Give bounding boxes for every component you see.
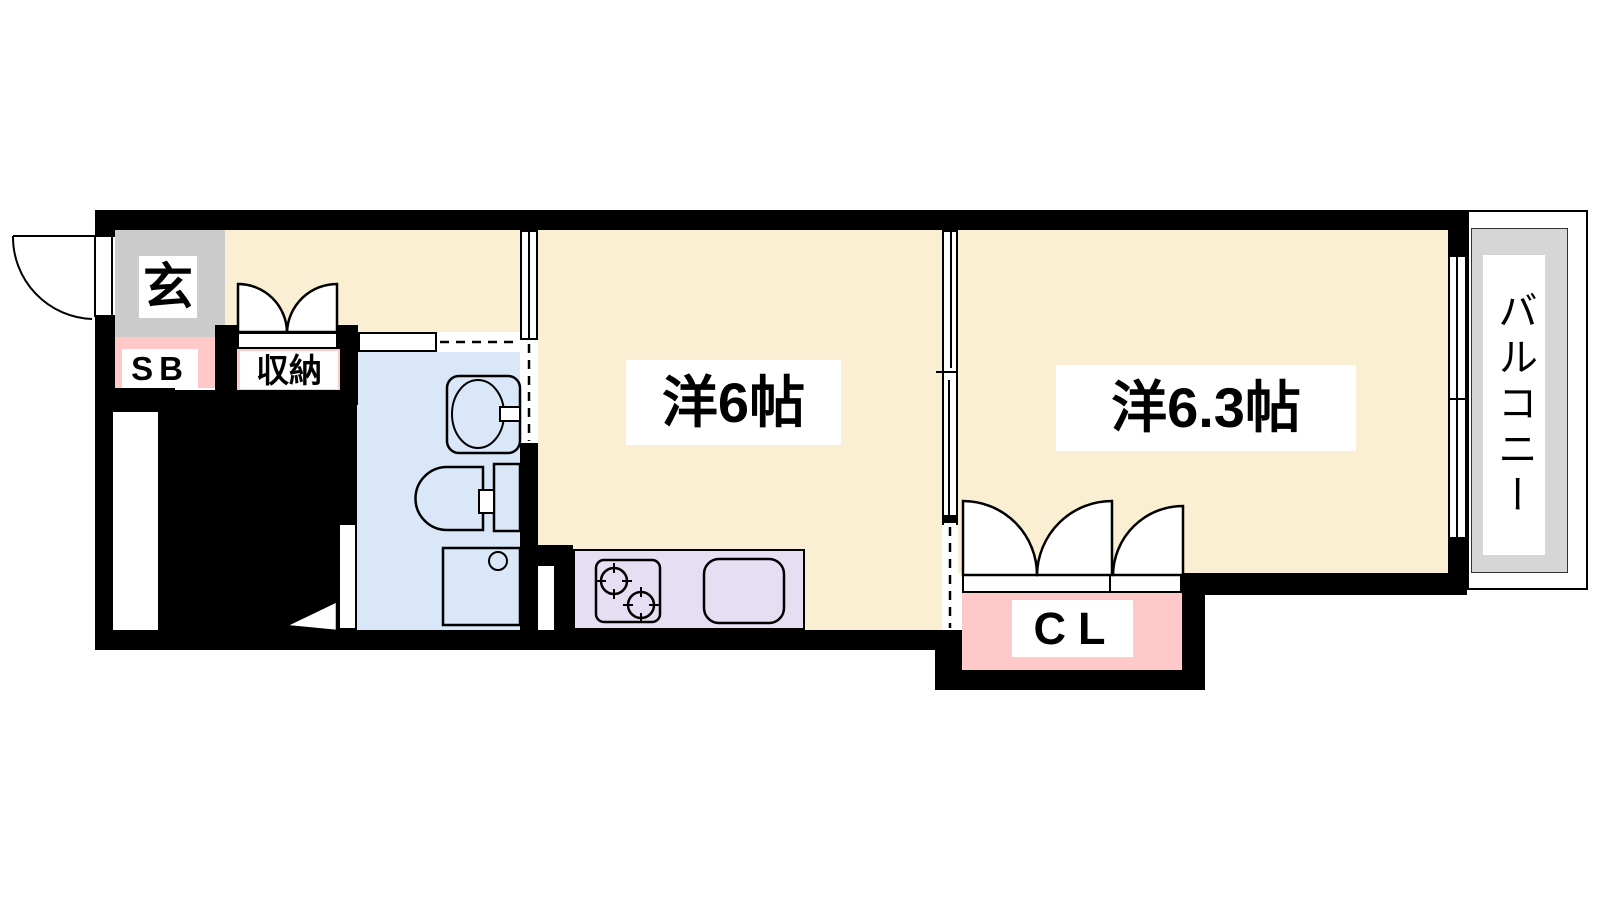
hallway-floor: [225, 230, 520, 332]
western-room-6-label-text: 洋6帖: [661, 370, 806, 434]
genkan-label-text: 玄: [143, 259, 193, 315]
room6-sliding-door-pocket: [522, 340, 536, 443]
storage-label: 収納: [240, 351, 338, 389]
entrance-door-arc: [11, 235, 96, 320]
shoe-box-label: SB: [122, 349, 198, 388]
closet-door-track: [962, 573, 1182, 593]
washroom-floor: [357, 352, 520, 630]
rooms-partition-pocket: [944, 523, 956, 630]
genkan-label: 玄: [139, 256, 197, 318]
wall-top: [95, 210, 1467, 230]
washroom-sliding-door-leaf: [358, 332, 437, 352]
storage-door-track: [237, 332, 338, 349]
wall-left-upper: [95, 210, 115, 237]
rooms-partition-sliding-band: [942, 230, 958, 517]
closet-label-text: CL: [1033, 603, 1118, 654]
wall-west-partition-lower: [520, 443, 538, 650]
closet-wall-right: [1182, 573, 1205, 690]
storage-label-text: 収納: [256, 351, 322, 389]
kitchen-counter: [573, 549, 805, 630]
washroom-sliding-door-track: [437, 334, 518, 350]
wall-east-lower: [1448, 539, 1467, 595]
kitchen-wall-opening: [538, 566, 554, 630]
bathroom-block-walls: [158, 390, 357, 650]
room6-sliding-door-band: [520, 230, 538, 340]
western-room-6-label: 洋6帖: [626, 360, 841, 445]
shoe-box-label-text: SB: [131, 350, 189, 387]
balcony-window-band: [1448, 255, 1467, 539]
wall-south-right: [1182, 573, 1467, 595]
balcony-label-text: バルコニー: [1492, 290, 1536, 520]
balcony-label: バルコニー: [1483, 255, 1545, 555]
western-room-6-3-label: 洋6.3帖: [1056, 365, 1356, 451]
bathroom-door-leaf: [338, 523, 357, 630]
closet-label: CL: [1012, 600, 1133, 657]
entrance-door-leaf: [94, 235, 113, 317]
western-room-6-3-label-text: 洋6.3帖: [1111, 376, 1301, 439]
wall-east-upper: [1448, 210, 1467, 257]
pipe-space-slot: [113, 412, 158, 630]
closet-wall-bottom: [935, 670, 1205, 690]
wall-mid-partition-stub: [942, 515, 958, 525]
